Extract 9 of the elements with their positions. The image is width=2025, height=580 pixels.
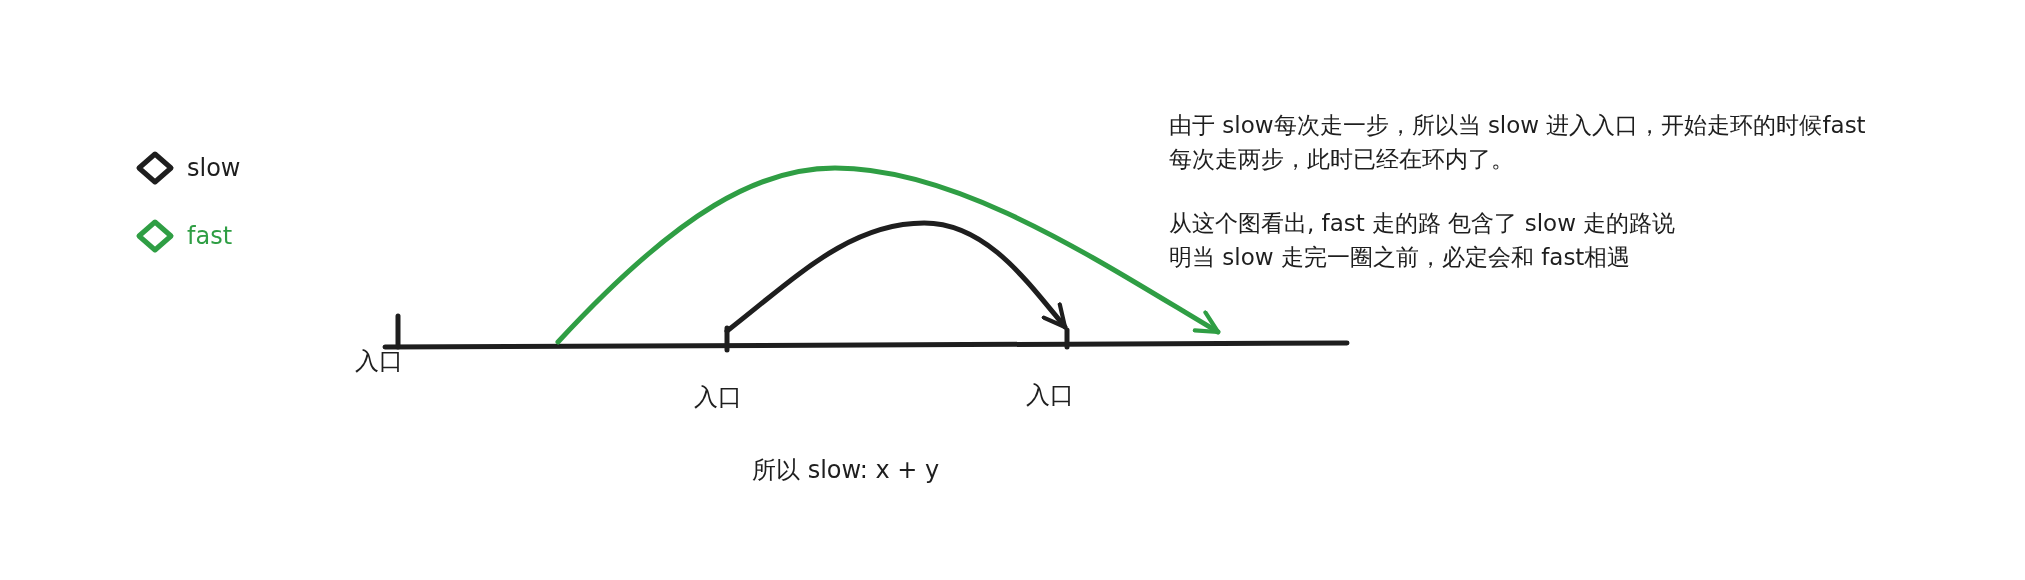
- legend-label: slow: [187, 153, 241, 183]
- note-text: 从这个图看出, fast 走的路 包含了 slow 走的路说明当 slow 走完一圈之前，必定会和 fast相遇: [1169, 209, 1677, 272]
- arrow: [724, 220, 1068, 334]
- legend-label: fast: [187, 221, 233, 251]
- entrance-label: 入口: [694, 382, 742, 412]
- entrance-label: 入口: [1026, 380, 1074, 410]
- note-text: 由于 slow每次走一步，所以当 slow 进入入口，开始走环的时候fast每次走两步，此时已经在环内了。: [1169, 111, 1867, 174]
- entrance-label: 入口: [355, 346, 403, 376]
- formula-text: 所以 slow: x + y: [752, 455, 940, 485]
